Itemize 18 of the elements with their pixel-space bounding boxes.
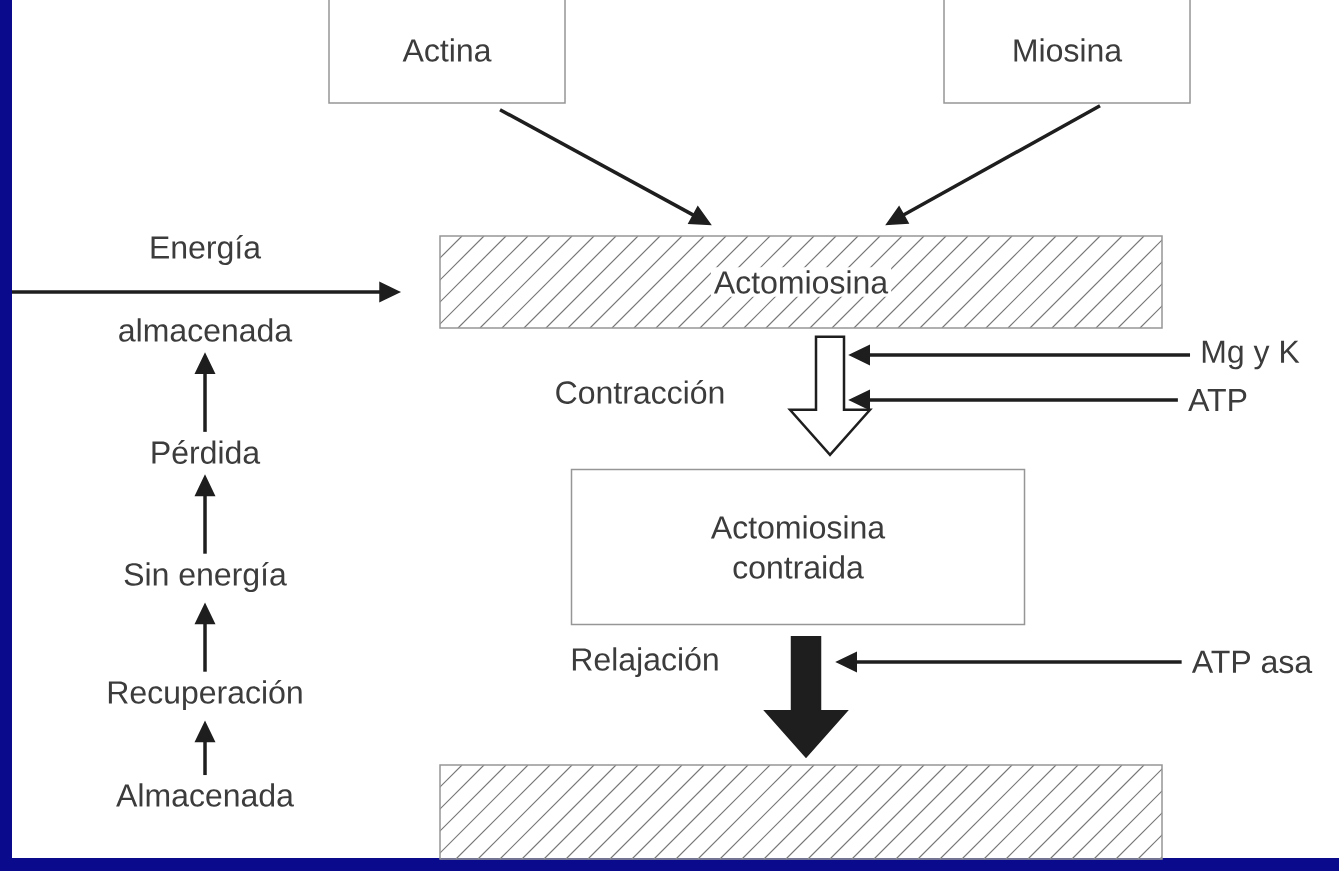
- hatched-box: [439, 764, 1163, 860]
- block-arrow: [763, 636, 849, 759]
- edge-label: Contracción: [552, 378, 728, 406]
- step-label: ATP: [1188, 389, 1247, 411]
- block-arrow: [787, 335, 873, 457]
- process-box: Actomiosina contraida: [570, 468, 1026, 626]
- step-label: Pérdida: [152, 440, 261, 464]
- step-label: Sin energía: [124, 561, 287, 593]
- step-label: Mg y K: [1202, 340, 1300, 370]
- hatched-box: Actomiosina: [439, 235, 1163, 329]
- step-label: ATP asa: [1191, 650, 1313, 674]
- step-label: Almacenada: [116, 783, 294, 807]
- step-label: almacenada: [119, 318, 293, 342]
- step-label: Recuperación: [108, 679, 302, 711]
- process-box: Miosina: [943, 0, 1191, 104]
- process-box: Actina: [328, 0, 566, 104]
- edge-label: Energía: [146, 232, 264, 268]
- edge-label: Relajación: [568, 644, 722, 680]
